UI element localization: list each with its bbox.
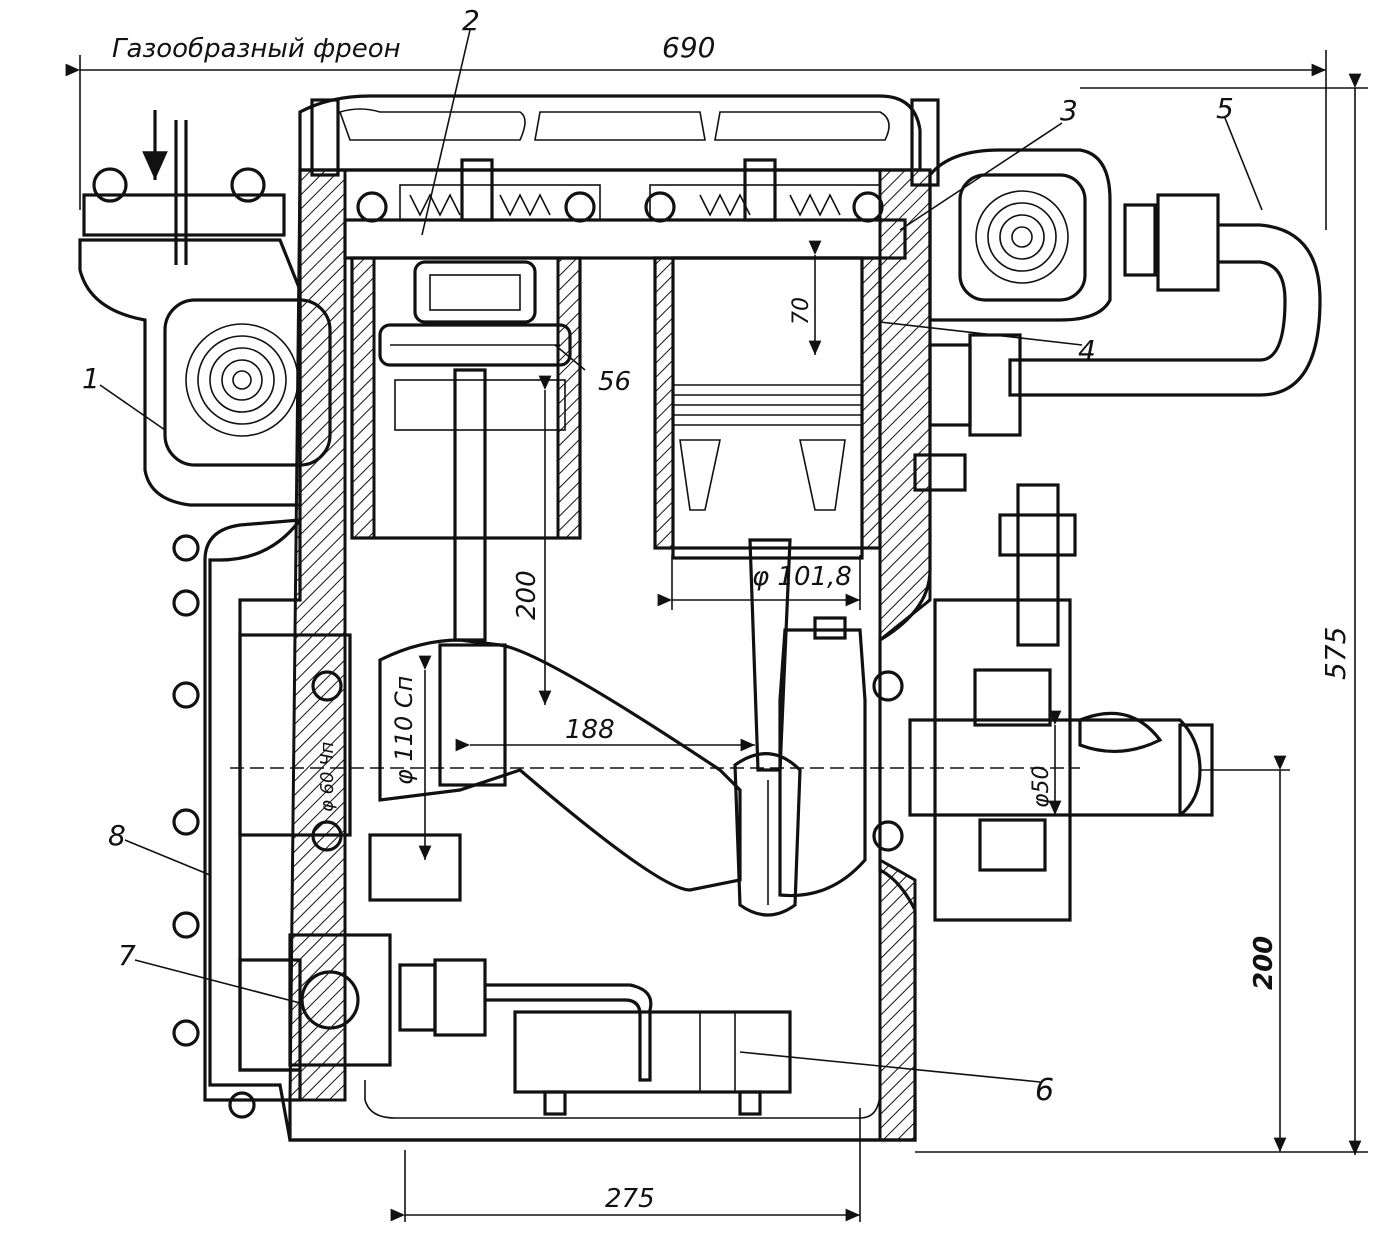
bolt-label-56: 56: [598, 367, 631, 397]
callout-2: 2: [462, 4, 480, 37]
bolt: [172, 1019, 200, 1047]
bolt: [172, 589, 200, 617]
valve-plate: [310, 98, 940, 260]
bolt: [172, 534, 200, 562]
overall-width-dim: 690: [662, 31, 715, 64]
refrigerant-gas-label: Газообразный фреон: [112, 34, 401, 64]
valve-spring: [499, 193, 551, 217]
bore-dim: φ 101,8: [752, 562, 852, 592]
suction-port-spiral: [185, 323, 299, 437]
suction-inlet: [92, 110, 266, 265]
bolt: [172, 911, 200, 939]
discharge-port-spiral: [975, 190, 1069, 284]
valve-spring: [409, 193, 461, 217]
left-cylinder: [350, 256, 582, 540]
callout-6: 6: [1035, 1073, 1054, 1108]
cover-bolts: [172, 534, 256, 1119]
callout-7: 7: [118, 939, 136, 972]
valve-spring: [789, 193, 841, 217]
piston-mark-dim: 70: [789, 297, 814, 325]
callout-1: 1: [82, 362, 100, 395]
crank-offset-dim: 188: [565, 715, 615, 745]
rear-shaft-dim: φ50: [1029, 765, 1054, 808]
callout-8: 8: [108, 819, 126, 852]
crankshaft: [230, 616, 1080, 902]
callout-3: 3: [1060, 94, 1078, 127]
dimension-lines: [65, 50, 1368, 1222]
callout-leaders: [99, 29, 1263, 1083]
crank-journal-dim: φ 110 Сп: [390, 676, 418, 785]
callout-4: 4: [1078, 334, 1096, 367]
base-span-dim: 275: [605, 1184, 655, 1214]
oil-filter: [398, 958, 792, 1116]
right-cylinder: [653, 256, 882, 560]
callout-5: 5: [1216, 92, 1234, 125]
connecting-rods: [453, 368, 802, 917]
discharge-manifold: [913, 148, 1322, 492]
overall-height-dim: 575: [1319, 627, 1352, 680]
front-journal-dim: φ 60 Чп: [317, 741, 338, 812]
bolt: [172, 681, 200, 709]
conrod-length-dim: 200: [512, 570, 542, 620]
shaft-seal-assembly: [908, 483, 1214, 922]
bolt: [228, 1091, 256, 1119]
shaft-height-dim: 200: [1249, 936, 1279, 990]
valve-spring: [699, 193, 751, 217]
bolt: [172, 808, 200, 836]
